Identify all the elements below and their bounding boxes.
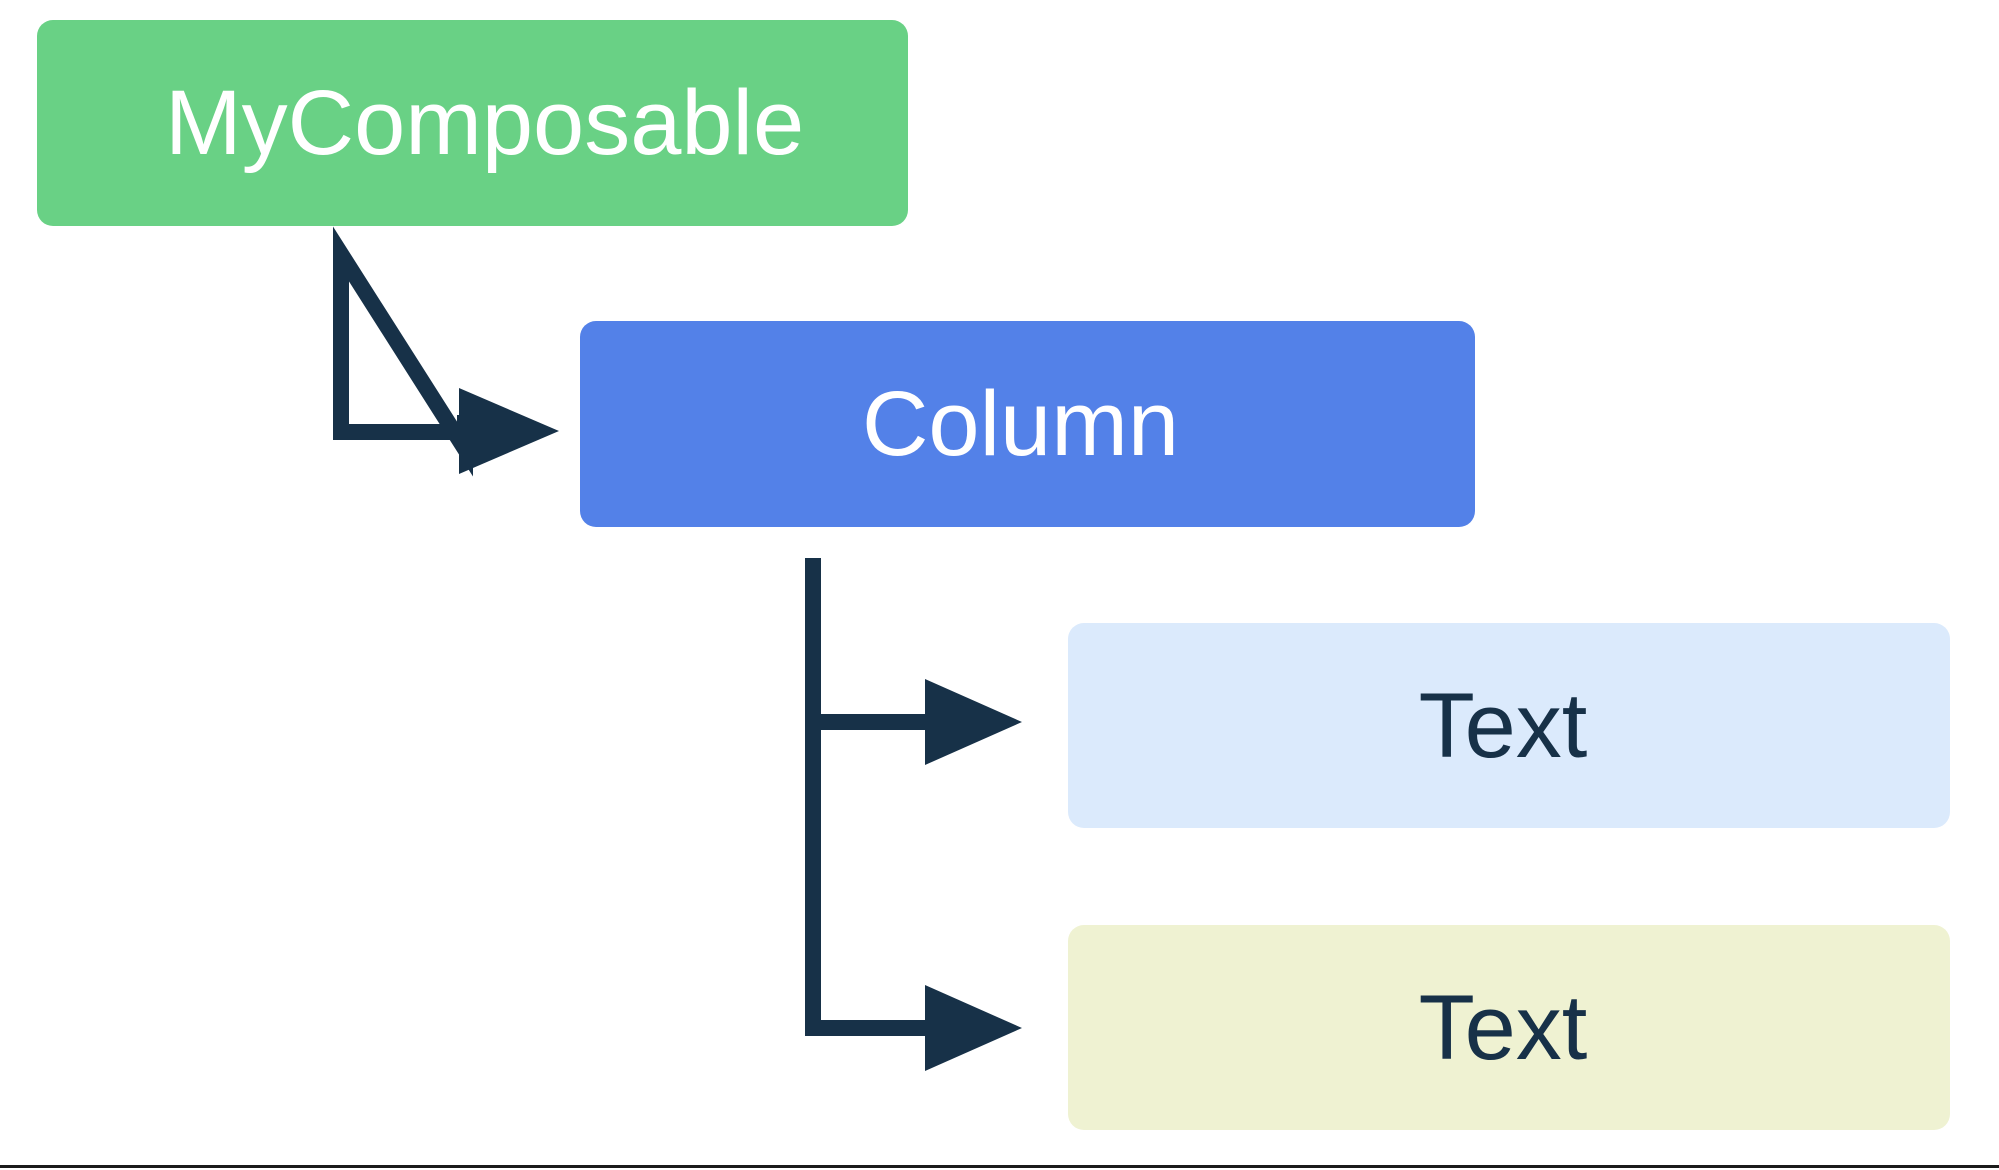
- bottom-divider: [0, 1165, 1999, 1168]
- edge-column-to-text-1: [813, 679, 1022, 765]
- edge-column-to-text-2: [805, 985, 1022, 1071]
- node-my-composable[interactable]: MyComposable: [37, 20, 908, 226]
- node-text-primary-label: Text: [1418, 674, 1588, 777]
- edge-column-to-text-1-arrowhead: [925, 679, 1022, 765]
- edge-root-to-column-line: [333, 226, 473, 477]
- node-column-label: Column: [861, 373, 1179, 475]
- node-text-primary[interactable]: Text: [1068, 623, 1950, 828]
- node-text-secondary[interactable]: Text: [1068, 925, 1950, 1130]
- node-column[interactable]: Column: [580, 321, 1475, 527]
- edge-root-to-column: [333, 226, 559, 477]
- node-text-secondary-label: Text: [1418, 976, 1588, 1079]
- edge-root-to-column-arrowhead: [459, 388, 559, 474]
- node-my-composable-label: MyComposable: [165, 72, 805, 174]
- edge-column-to-text-2-arrowhead: [925, 985, 1022, 1071]
